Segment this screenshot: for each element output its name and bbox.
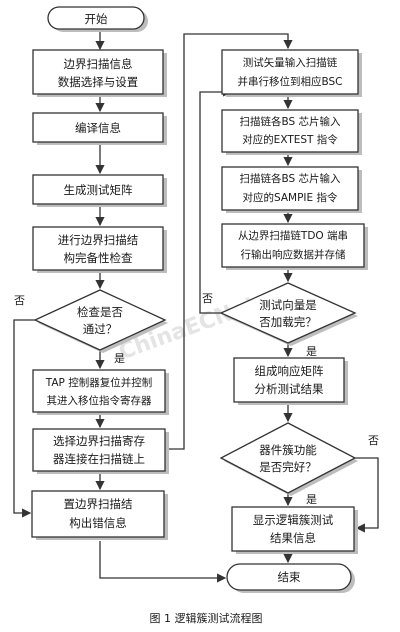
node-tap-reset-line2: 其进入移位指令寄存器 bbox=[47, 394, 152, 407]
node-select-reg-line2: 器连接在扫描链上 bbox=[53, 452, 145, 466]
node-end-text: 结束 bbox=[278, 570, 301, 584]
node-pass-check-line2: 通过？ bbox=[83, 322, 118, 336]
node-tdo-out: 从边界扫描链TDO 端串 行输出响应数据并存储 bbox=[221, 223, 368, 270]
node-tdo-out-line1: 从边界扫描链TDO 端串 bbox=[238, 229, 348, 242]
node-error-info: 置边界扫描结 构出错信息 bbox=[31, 490, 168, 540]
figure-caption: 图 1 逻辑簇测试流程图 bbox=[150, 611, 263, 625]
label-pass-yes: 是 bbox=[114, 352, 125, 365]
node-info-select: 边界扫描信息 数据选择与设置 bbox=[32, 49, 167, 97]
node-sample: 扫描链各BS 芯片输入 对应的SAMPIE 指令 bbox=[221, 166, 362, 213]
node-error-info-line1: 置边界扫描结 bbox=[64, 497, 133, 511]
node-tap-reset-line1: TAP 控制器复位并控制 bbox=[45, 376, 152, 389]
node-end: 结束 bbox=[226, 563, 355, 593]
node-integrity-line1: 进行边界扫描结 bbox=[58, 233, 139, 247]
node-integrity-line2: 构完备性检查 bbox=[64, 251, 133, 265]
node-sample-line2: 对应的SAMPIE 指令 bbox=[242, 191, 338, 204]
node-response-matrix-line1: 组成响应矩阵 bbox=[255, 364, 324, 378]
node-integrity: 进行边界扫描结 构完备性检查 bbox=[32, 226, 167, 273]
label-pass-no: 否 bbox=[14, 294, 25, 307]
node-device-ok-line1: 器件簇功能 bbox=[259, 443, 317, 457]
node-show-info: 显示逻辑簇测试 结果信息 bbox=[231, 506, 358, 554]
node-shift-vector: 测试矢量输入扫描链 并串行移位到相应BSC bbox=[221, 49, 362, 97]
node-vectors-done-line1: 测试向量是 bbox=[259, 298, 317, 312]
node-pass-check: 检查是否 通过？ bbox=[33, 289, 168, 353]
node-compile: 编译信息 bbox=[32, 112, 167, 145]
node-device-ok: 器件簇功能 是否完好？ bbox=[219, 422, 358, 496]
node-sample-line1: 扫描链各BS 芯片输入 bbox=[239, 172, 341, 185]
node-vectors-done-line2: 否加载完？ bbox=[259, 315, 317, 329]
node-extest-line1: 扫描链各BS 芯片输入 bbox=[239, 115, 341, 128]
node-compile-text: 编译信息 bbox=[75, 121, 121, 135]
node-start-text: 开始 bbox=[85, 12, 108, 26]
node-tap-reset: TAP 控制器复位并控制 其进入移位指令寄存器 bbox=[32, 369, 169, 415]
node-info-select-line2: 数据选择与设置 bbox=[58, 75, 139, 89]
node-extest: 扫描链各BS 芯片输入 对应的EXTEST 指令 bbox=[221, 109, 362, 155]
node-show-info-line1: 显示逻辑簇测试 bbox=[253, 513, 334, 527]
node-shift-vector-line1: 测试矢量输入扫描链 bbox=[243, 56, 338, 69]
label-vectors-no: 否 bbox=[202, 292, 213, 305]
node-show-info-line2: 结果信息 bbox=[270, 531, 316, 545]
node-info-select-line1: 边界扫描信息 bbox=[64, 57, 133, 71]
node-vectors-done: 测试向量是 否加载完？ bbox=[219, 282, 358, 346]
node-response-matrix: 组成响应矩阵 分析测试结果 bbox=[233, 357, 348, 405]
node-extest-line2: 对应的EXTEST 指令 bbox=[242, 133, 338, 146]
node-gen-matrix: 生成测试矩阵 bbox=[32, 174, 167, 207]
node-response-matrix-line2: 分析测试结果 bbox=[255, 382, 324, 396]
label-device-no: 否 bbox=[368, 434, 379, 447]
node-error-info-line2: 构出错信息 bbox=[69, 516, 127, 530]
node-shift-vector-line2: 并串行移位到相应BSC bbox=[237, 75, 342, 88]
connectors bbox=[13, 31, 379, 583]
node-gen-matrix-text: 生成测试矩阵 bbox=[64, 183, 133, 197]
node-tdo-out-line2: 行输出响应数据并存储 bbox=[241, 248, 346, 261]
label-device-yes: 是 bbox=[306, 493, 317, 506]
label-vectors-yes: 是 bbox=[306, 345, 317, 358]
node-select-reg: 选择边界扫描寄存 器连接在扫描链上 bbox=[32, 428, 169, 474]
node-pass-check-line1: 检查是否 bbox=[77, 305, 123, 319]
node-device-ok-line2: 是否完好？ bbox=[259, 460, 317, 474]
node-select-reg-line1: 选择边界扫描寄存 bbox=[53, 434, 145, 448]
node-start: 开始 bbox=[47, 6, 148, 32]
